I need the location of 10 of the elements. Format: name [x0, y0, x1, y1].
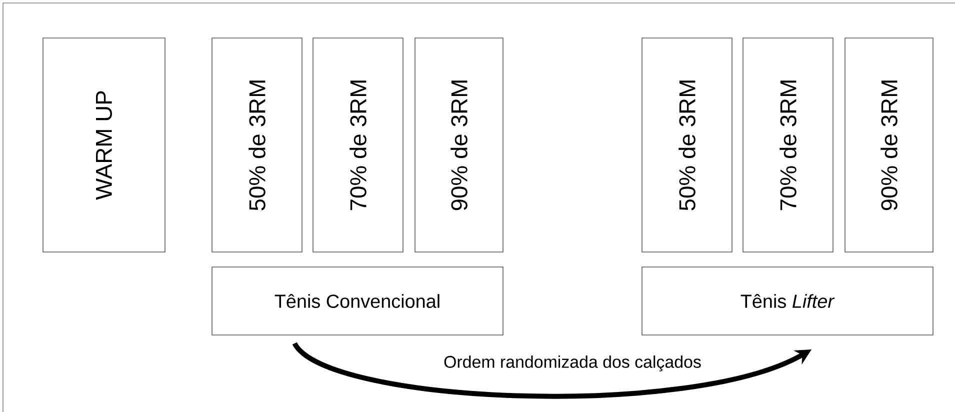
warm-up-box: WARM UP: [42, 38, 166, 252]
edge-label: Ordem randomizada dos calçados: [444, 355, 701, 372]
intensity-box: 70% de 3RM: [742, 38, 834, 252]
intensity-box: 90% de 3RM: [844, 38, 934, 252]
intensity-box: 70% de 3RM: [312, 38, 404, 252]
shoe-box: Tênis Lifter: [642, 266, 934, 336]
shoe-box: Tênis Convencional: [212, 266, 504, 336]
intensity-box: 50% de 3RM: [642, 38, 732, 252]
intensity-box: 50% de 3RM: [212, 38, 302, 252]
intensity-box: 90% de 3RM: [414, 38, 504, 252]
